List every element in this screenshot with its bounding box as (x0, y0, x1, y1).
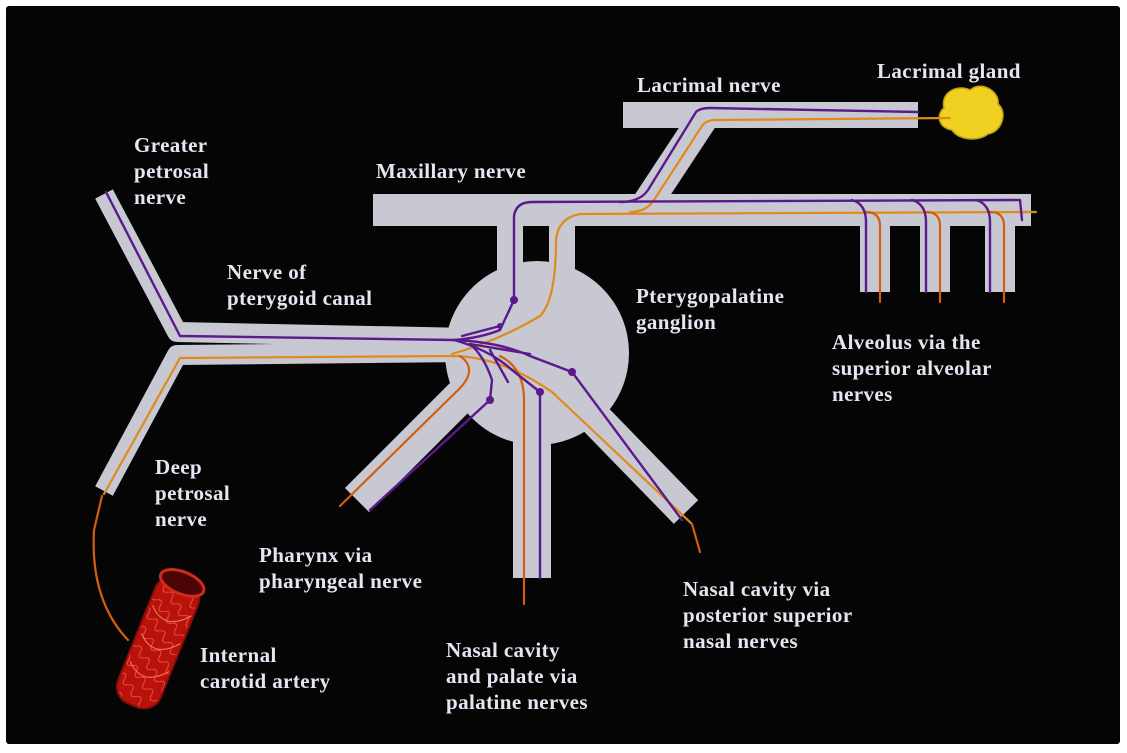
label-nasal-cavity-posterior-superior: Nasal cavity via posterior superior nasa… (683, 576, 853, 654)
label-internal-carotid-artery: Internal carotid artery (200, 642, 331, 694)
lacrimal-nerve-sheath (623, 102, 918, 128)
label-lacrimal-gland: Lacrimal gland (877, 58, 1021, 84)
pharyngeal-branch-sheath (357, 380, 477, 500)
alveolar-branch-1 (860, 222, 890, 292)
label-lacrimal-nerve: Lacrimal nerve (637, 72, 781, 98)
label-alveolus-superior-alveolar: Alveolus via the superior alveolar nerve… (832, 329, 992, 407)
label-pharynx-via-pharyngeal-nerve: Pharynx via pharyngeal nerve (259, 542, 422, 594)
ganglion-root-left (497, 218, 523, 298)
nasal-posterior-branch-sheath (577, 400, 686, 512)
label-maxillary-nerve: Maxillary nerve (376, 158, 526, 184)
label-greater-petrosal-nerve: Greater petrosal nerve (134, 132, 209, 210)
palatine-branch-sheath (513, 420, 551, 578)
lacrimal-gland-shape (939, 86, 1003, 139)
alveolar-branch-2 (920, 222, 950, 292)
label-pterygopalatine-ganglion: Pterygopalatine ganglion (636, 283, 784, 335)
label-deep-petrosal-nerve: Deep petrosal nerve (155, 454, 230, 532)
maxillary-nerve-sheath (373, 194, 1031, 226)
label-nasal-cavity-palatine: Nasal cavity and palate via palatine ner… (446, 637, 588, 715)
label-nerve-of-pterygoid-canal: Nerve of pterygoid canal (227, 259, 372, 311)
